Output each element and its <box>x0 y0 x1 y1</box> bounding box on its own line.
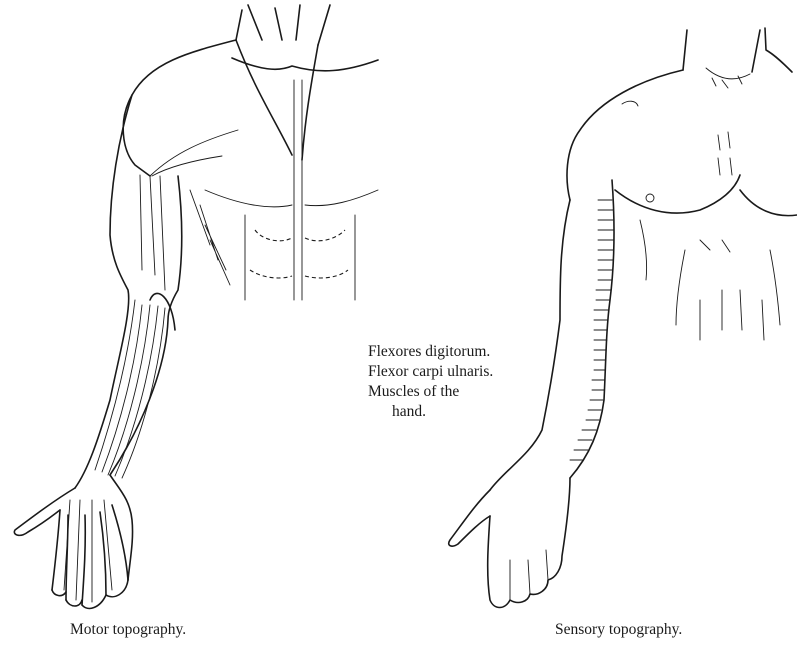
sensory-figure <box>449 28 797 608</box>
sensory-caption: Sensory topography. <box>555 621 682 639</box>
motor-figure <box>14 5 378 608</box>
label-flexores-digitorum: Flexores digitorum. <box>368 342 493 362</box>
label-hand: hand. <box>368 402 493 422</box>
motor-caption: Motor topography. <box>70 621 186 639</box>
label-flexor-carpi-ulnaris: Flexor carpi ulnaris. <box>368 362 493 382</box>
motor-muscle-labels: Flexores digitorum. Flexor carpi ulnaris… <box>368 342 493 422</box>
label-muscles-of-the: Muscles of the <box>368 382 493 402</box>
